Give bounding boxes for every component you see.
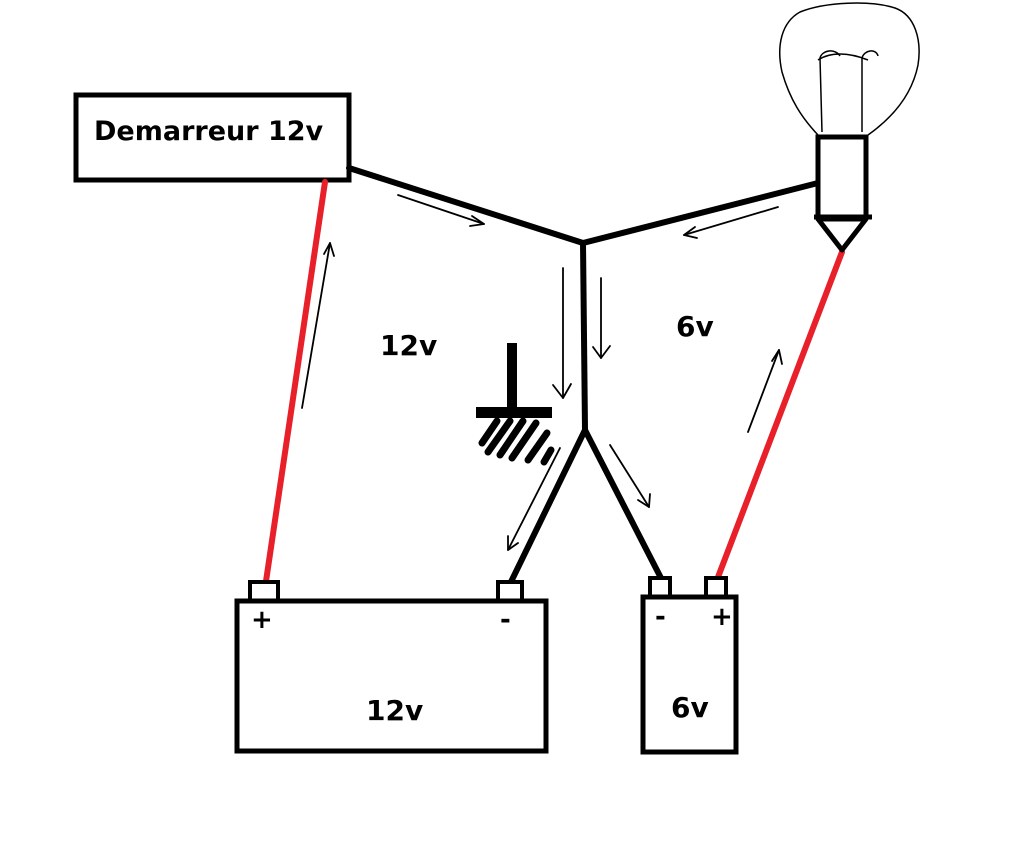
starter-to-junction-wire xyxy=(346,165,586,246)
battery-12v-plus-label: + xyxy=(251,605,273,635)
positive-wires xyxy=(262,179,845,591)
arrow-down-branch-left-icon xyxy=(507,447,561,551)
battery-6v-minus-label: - xyxy=(655,602,666,632)
arrow-left-top-icon xyxy=(683,206,779,239)
negative-wires xyxy=(346,165,821,591)
arrow-down-right-icon xyxy=(592,277,611,359)
light-bulb-icon xyxy=(779,2,920,253)
current-arrows xyxy=(301,194,783,551)
battery-12v-label: 12v xyxy=(366,694,423,727)
starter-box: Demarreur 12v xyxy=(73,92,352,183)
battery-6v: - + 6v xyxy=(640,576,739,755)
battery-6v-label: 6v xyxy=(671,691,709,724)
battery-6v-plus-label: + xyxy=(711,602,733,632)
branch-to-6v-minus-wire xyxy=(582,427,665,583)
arrow-down-left-icon xyxy=(552,267,572,399)
arrow-up-right-icon xyxy=(747,349,783,433)
12v-plus-to-starter-wire xyxy=(262,179,328,591)
arrow-right-top-icon xyxy=(397,194,485,227)
battery-12v: + - 12v xyxy=(234,580,549,754)
lamp-to-junction-wire xyxy=(580,180,821,246)
battery-12v-minus-label: - xyxy=(500,605,511,635)
ground-symbol-icon xyxy=(476,343,555,466)
starter-label: Demarreur 12v xyxy=(94,116,324,147)
right-circuit-voltage-label: 6v xyxy=(676,310,714,343)
junction-trunk-wire xyxy=(580,240,588,433)
arrow-down-branch-right-icon xyxy=(609,444,651,508)
arrow-up-left-icon xyxy=(301,242,335,409)
branch-to-12v-minus-wire xyxy=(505,427,588,591)
left-circuit-voltage-label: 12v xyxy=(380,329,437,362)
6v-plus-to-lamp-wire xyxy=(712,249,845,588)
